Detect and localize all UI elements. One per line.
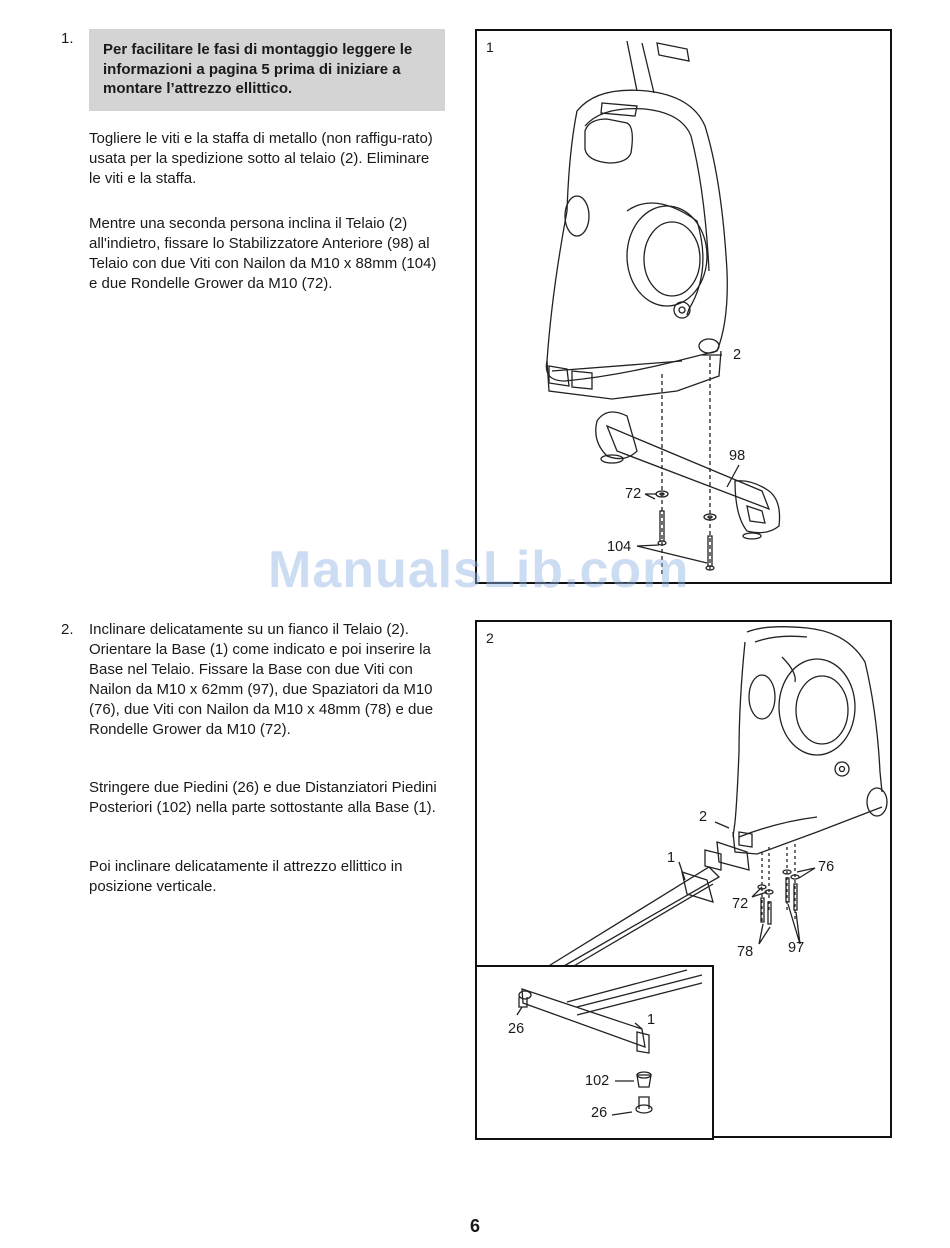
inset-callout-foot-26: 26: [508, 1021, 525, 1037]
inset-callout-foot-26-bottom: 26: [591, 1105, 608, 1121]
inset-callout-base-1: 1: [647, 1012, 656, 1028]
assembly-note-box: Per facilitare le fasi di montaggio legg…: [89, 29, 445, 111]
callout-frame-2: 2: [733, 347, 742, 363]
inset-callout-spacer-102: 102: [585, 1073, 610, 1089]
callout-bolt-104: 104: [607, 539, 632, 555]
figure-2-drawing: [546, 626, 888, 971]
callout-washer-72: 72: [625, 486, 642, 502]
step-2-paragraph-2: Stringere due Piedini (26) e due Distanz…: [89, 779, 437, 816]
watermark: ManualsLib.com: [268, 541, 690, 599]
figure-1-label: 1: [486, 39, 494, 55]
callout-bolt-97: 97: [788, 940, 805, 956]
inset-drawing: [516, 969, 703, 1116]
callout-base-1: 1: [667, 850, 676, 866]
step-1-paragraph-1: Togliere le viti e la staffa di metallo …: [89, 130, 433, 187]
callout-spacer-76: 76: [818, 859, 835, 875]
callout-frame-2: 2: [699, 809, 708, 825]
figure-2-inset: 1 26 102 26: [475, 965, 714, 1140]
step-2-number: 2.: [61, 621, 74, 638]
page-number: 6: [469, 1216, 480, 1236]
figure-1: 1 2 98 72 104: [475, 29, 892, 584]
step-1-number: 1.: [61, 30, 74, 47]
callout-stabilizer-98: 98: [729, 448, 746, 464]
figure-2-label: 2: [486, 630, 494, 646]
callout-bolt-78: 78: [737, 944, 754, 960]
figure-1-drawing: [545, 40, 781, 576]
step-2-paragraph-1: Inclinare delicatamente su un fianco il …: [89, 621, 434, 738]
step-2-paragraph-3: Poi inclinare delicatamente il attrezzo …: [89, 858, 403, 895]
step-1-paragraph-2: Mentre una seconda persona inclina il Te…: [89, 215, 437, 292]
figure-2: 2 2 1 76 72 78 97 1 26 102 26: [475, 620, 892, 1140]
callout-washer-72: 72: [732, 896, 749, 912]
